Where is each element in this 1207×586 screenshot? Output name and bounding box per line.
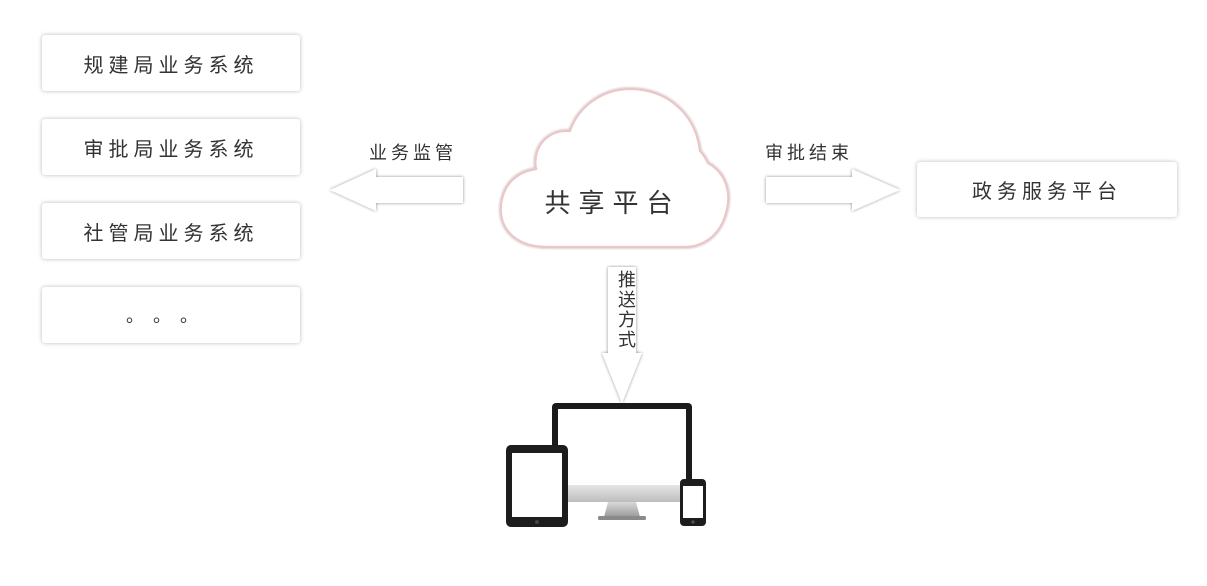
center-platform-label: 共享平台 [544,189,681,219]
phone-icon [680,479,706,526]
system-box-label: 规建局业务系统 [83,52,259,77]
right-arrow-icon [766,169,900,211]
left-arrow-icon [330,169,463,211]
flow-label-approval-end: 审批结束 [765,143,853,164]
flow-label-supervision: 业务监管 [369,143,457,164]
system-box-ellipsis: 。。。 [42,287,300,343]
system-box-approval: 审批局业务系统 [42,119,300,175]
target-box-label: 政务服务平台 [972,179,1122,203]
tablet-icon [506,445,568,527]
system-box-label: 社管局业务系统 [83,220,259,245]
cloud-icon [499,87,730,249]
push-method-label: 推送方式 [615,270,636,350]
desktop-monitor-icon [552,403,692,520]
system-box-planning: 规建局业务系统 [42,35,300,91]
shared-platform-cloud: 共享平台 [490,85,735,255]
system-box-social: 社管局业务系统 [42,203,300,259]
devices-illustration [506,403,706,527]
system-box-label: 审批局业务系统 [83,136,259,161]
down-arrow-icon [602,267,642,403]
government-service-platform-box: 政务服务平台 [917,162,1177,217]
system-box-label: 。。。 [126,306,216,327]
